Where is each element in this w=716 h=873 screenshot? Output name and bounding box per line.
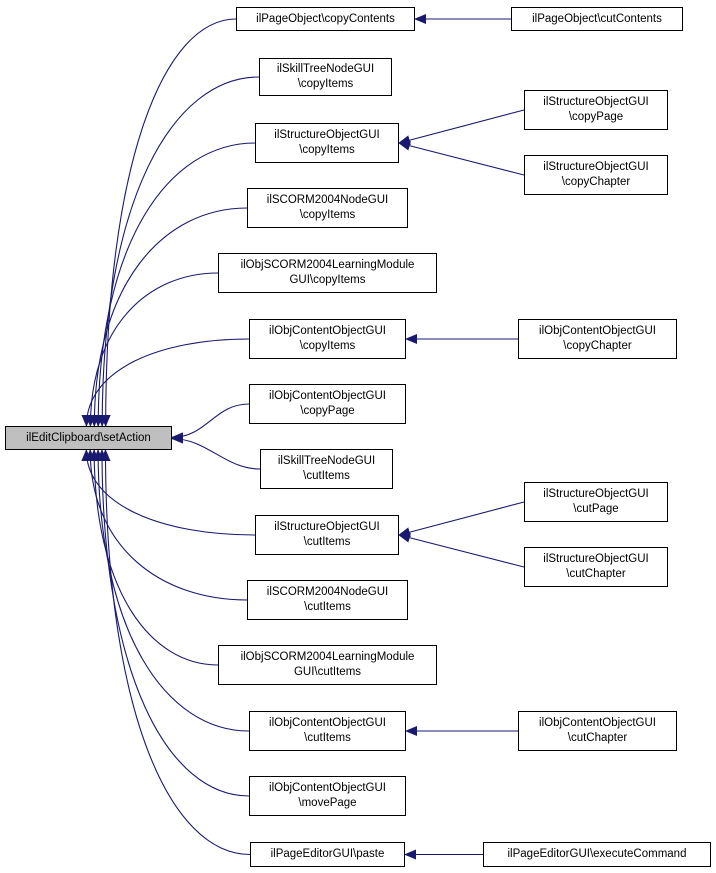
- node-ilobjcontentobjectgui-cutitems[interactable]: ilObjContentObjectGUI \cutItems: [249, 711, 406, 751]
- call-edge-pageobject_copycontents: [100, 18, 237, 427]
- node-label-line: ilSkillTreeNodeGUI: [277, 455, 376, 467]
- node-ilobjscorm2004learningmodulegui-copyitems[interactable]: ilObjSCORM2004LearningModule GUI\copyIte…: [218, 253, 437, 293]
- node-label-line: ilObjSCORM2004LearningModule: [240, 651, 415, 663]
- node-label-line: \cutChapter: [567, 732, 628, 744]
- node-label-line: \cutPage: [573, 503, 619, 515]
- node-label-line: ilObjContentObjectGUI: [269, 782, 386, 794]
- node-label-line: ilStructureObjectGUI: [543, 161, 649, 173]
- call-edge-objcontent_cutitems: [93, 449, 250, 732]
- node-label-line: ilStructureObjectGUI: [274, 521, 380, 533]
- node-label-line: \copyItems: [299, 209, 356, 221]
- node-label-line: ilSCORM2004NodeGUI: [266, 194, 389, 206]
- node-label-line: \cutItems: [303, 536, 351, 548]
- call-edge-skilltreenode_cutitems: [171, 433, 261, 470]
- call-edge-structureobject_cutpage: [398, 501, 525, 538]
- node-ilobjcontentobjectgui-copypage[interactable]: ilObjContentObjectGUI \copyPage: [249, 384, 406, 424]
- node-label-line: ilPageObject\cutContents: [532, 12, 662, 25]
- node-label-line: ilStructureObjectGUI: [543, 553, 649, 565]
- node-ilstructureobjectgui-cutchapter[interactable]: ilStructureObjectGUI \cutChapter: [524, 547, 668, 587]
- node-label-line: \copyItems: [299, 144, 355, 156]
- node-label-line: ilSCORM2004NodeGUI: [266, 586, 389, 598]
- node-label-line: ilStructureObjectGUI: [543, 96, 649, 108]
- node-label-line: \copyItems: [297, 78, 354, 90]
- node-label-line: ilStructureObjectGUI: [543, 488, 649, 500]
- node-ilstructureobjectgui-copypage[interactable]: ilStructureObjectGUI \copyPage: [524, 90, 668, 130]
- node-label-line: ilSkillTreeNodeGUI: [276, 63, 375, 75]
- node-label-line: ilPageObject\copyContents: [256, 12, 395, 25]
- call-edge-scorm2004node_cutitems: [85, 449, 248, 601]
- node-label-line: ilEditClipboard\setAction: [26, 431, 151, 444]
- node-ilscorm2004nodegui-cutitems[interactable]: ilSCORM2004NodeGUI \cutItems: [247, 580, 408, 620]
- call-edge-scorm2004node_copyitems: [89, 207, 248, 427]
- node-label-line: GUI\cutItems: [293, 666, 362, 678]
- node-label-line: \cutItems: [303, 470, 350, 482]
- node-label-line: \copyPage: [568, 111, 624, 123]
- call-edge-objcontent_copyitems: [81, 338, 250, 427]
- node-ilobjcontentobjectgui-movepage[interactable]: ilObjContentObjectGUI \movePage: [249, 776, 406, 816]
- node-label-line: \copyChapter: [561, 176, 631, 188]
- node-ilobjcontentobjectgui-copychapter[interactable]: ilObjContentObjectGUI \copyChapter: [518, 319, 677, 359]
- node-label-line: \movePage: [298, 797, 357, 809]
- node-ilstructureobjectgui-copyitems[interactable]: ilStructureObjectGUI \copyItems: [255, 123, 399, 163]
- node-ilskilltreenodegui-cutitems[interactable]: ilSkillTreeNodeGUI \cutItems: [260, 449, 393, 489]
- node-label-line: \copyChapter: [563, 340, 632, 352]
- node-ilobjscorm2004learningmodulegui-cutitems[interactable]: ilObjSCORM2004LearningModule GUI\cutItem…: [218, 645, 437, 685]
- node-ilscorm2004nodegui-copyitems[interactable]: ilSCORM2004NodeGUI \copyItems: [247, 188, 408, 228]
- node-label-line: \copyItems: [299, 340, 356, 352]
- node-label-line: ilPageEditorGUI\executeCommand: [507, 848, 687, 860]
- call-edge-structureobject_copychapter: [398, 140, 525, 176]
- node-label-line: GUI\copyItems: [289, 274, 366, 286]
- node-ilpageeditorgui-executecommand[interactable]: ilPageEditorGUI\executeCommand: [483, 842, 711, 867]
- node-label-line: ilObjContentObjectGUI: [269, 390, 386, 402]
- node-label-line: ilObjSCORM2004LearningModule: [240, 259, 415, 271]
- node-ilstructureobjectgui-copychapter[interactable]: ilStructureObjectGUI \copyChapter: [524, 155, 668, 195]
- call-edge-structureobject_cutchapter: [398, 532, 525, 568]
- call-edge-skilltreenode_copyitems: [97, 76, 260, 427]
- node-label-line: ilObjContentObjectGUI: [539, 717, 656, 729]
- call-edge-objscorm_cutitems: [89, 449, 219, 666]
- node-label-line: ilObjContentObjectGUI: [269, 717, 386, 729]
- node-ilstructureobjectgui-cutitems[interactable]: ilStructureObjectGUI \cutItems: [255, 515, 399, 555]
- node-ilstructureobjectgui-cutpage[interactable]: ilStructureObjectGUI \cutPage: [524, 482, 668, 522]
- call-edge-pageeditor_paste: [100, 449, 251, 856]
- node-ilobjcontentobjectgui-copyitems[interactable]: ilObjContentObjectGUI \copyItems: [249, 319, 406, 359]
- node-ilskilltreenodegui-copyitems[interactable]: ilSkillTreeNodeGUI \copyItems: [259, 58, 392, 96]
- node-ilobjcontentobjectgui-cutchapter[interactable]: ilObjContentObjectGUI \cutChapter: [518, 711, 677, 751]
- node-ilpageeditorgui-paste[interactable]: ilPageEditorGUI\paste: [250, 842, 405, 867]
- node-label-line: \cutItems: [304, 732, 351, 744]
- node-ilpageobject-copycontents[interactable]: ilPageObject\copyContents: [236, 7, 415, 31]
- call-edge-objcontent_movepage: [96, 449, 250, 797]
- call-edge-structureobject_copyitems: [93, 142, 256, 427]
- call-edge-objscorm_copyitems: [85, 272, 219, 427]
- node-ilpageobject-cutcontents[interactable]: ilPageObject\cutContents: [511, 7, 683, 31]
- call-edge-objcontent_copypage: [171, 403, 250, 443]
- node-label-line: ilStructureObjectGUI: [274, 129, 380, 141]
- node-label-line: \cutItems: [304, 601, 351, 613]
- node-label-line: ilObjContentObjectGUI: [539, 325, 656, 337]
- call-edge-structureobject_copypage: [398, 109, 525, 146]
- node-label-line: ilObjContentObjectGUI: [269, 325, 386, 337]
- call-edge-structureobject_cutitems: [81, 449, 256, 536]
- root-node-ileditclipboard-setaction: ilEditClipboard\setAction: [5, 426, 172, 450]
- node-label-line: ilPageEditorGUI\paste: [270, 848, 385, 860]
- node-label-line: \copyPage: [300, 405, 355, 417]
- node-label-line: \cutChapter: [566, 568, 626, 580]
